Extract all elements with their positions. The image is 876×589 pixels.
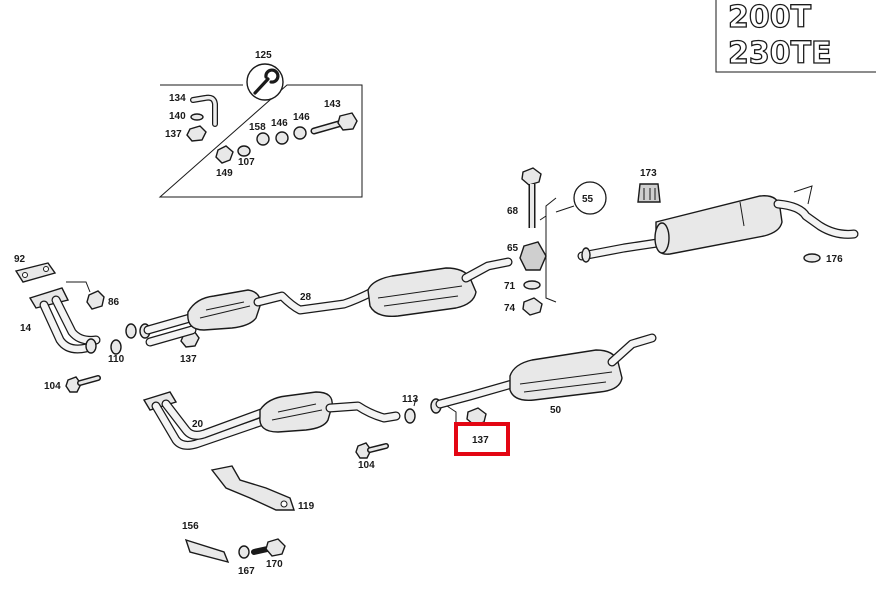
- label-137-a: 137: [180, 354, 197, 365]
- label-71: 71: [504, 281, 516, 292]
- upper-exhaust-assembly: 92 86 14 110 137 104 28: [14, 254, 513, 393]
- label-119: 119: [298, 501, 315, 512]
- label-140: 140: [169, 111, 186, 122]
- label-149: 149: [216, 168, 233, 179]
- label-110: 110: [108, 354, 125, 365]
- middle-silencer-lower: [509, 349, 623, 401]
- label-143: 143: [324, 99, 341, 110]
- label-137-highlight: 137: [472, 435, 489, 446]
- rear-silencer-assembly: 173 176: [577, 168, 859, 265]
- model-badge-box: 200T 230TE: [715, 0, 876, 73]
- catalytic-converter-upper: [187, 289, 261, 331]
- hanger-assembly: 68 55 65 71 74: [504, 167, 607, 316]
- gasket-92: [14, 262, 57, 283]
- rear-silencer: [655, 195, 783, 255]
- label-104-a: 104: [44, 381, 61, 392]
- label-104-b: 104: [358, 460, 375, 471]
- model-badge-200t: 200T: [728, 0, 812, 35]
- label-146b: 146: [293, 112, 310, 123]
- model-badge-230te: 230TE: [728, 36, 832, 71]
- bracket-119: [210, 465, 295, 511]
- rubber-mount-65: [519, 241, 547, 271]
- label-156: 156: [182, 521, 199, 532]
- label-167: 167: [238, 566, 255, 577]
- label-125: 125: [255, 50, 272, 61]
- mounting-kit-box: 125 134 140 137 158 146 146 143 107 149: [158, 50, 363, 198]
- label-146a: 146: [271, 118, 288, 129]
- plate-156: [184, 538, 230, 564]
- label-68: 68: [507, 206, 519, 217]
- label-173: 173: [640, 168, 657, 179]
- label-107: 107: [238, 157, 255, 168]
- lower-exhaust-assembly: 20 104 113 50 119 156 167 170: [142, 333, 657, 577]
- highlight-box: [454, 422, 510, 456]
- label-28: 28: [300, 292, 312, 303]
- label-134: 134: [169, 93, 186, 104]
- label-14: 14: [20, 323, 32, 334]
- label-86: 86: [108, 297, 120, 308]
- label-92: 92: [14, 254, 26, 265]
- label-20: 20: [192, 419, 204, 430]
- label-55: 55: [582, 194, 594, 205]
- label-65: 65: [507, 243, 519, 254]
- label-113: 113: [402, 394, 419, 405]
- label-176: 176: [826, 254, 843, 265]
- catalytic-converter-lower: [259, 391, 333, 433]
- label-170: 170: [266, 559, 283, 570]
- label-158: 158: [249, 122, 266, 133]
- wrench-icon: [253, 68, 280, 95]
- label-50: 50: [550, 405, 562, 416]
- label-74: 74: [504, 303, 516, 314]
- label-137-kit: 137: [165, 129, 182, 140]
- rubber-hanger-173: [637, 183, 661, 203]
- highlight-137[interactable]: 137: [454, 422, 510, 456]
